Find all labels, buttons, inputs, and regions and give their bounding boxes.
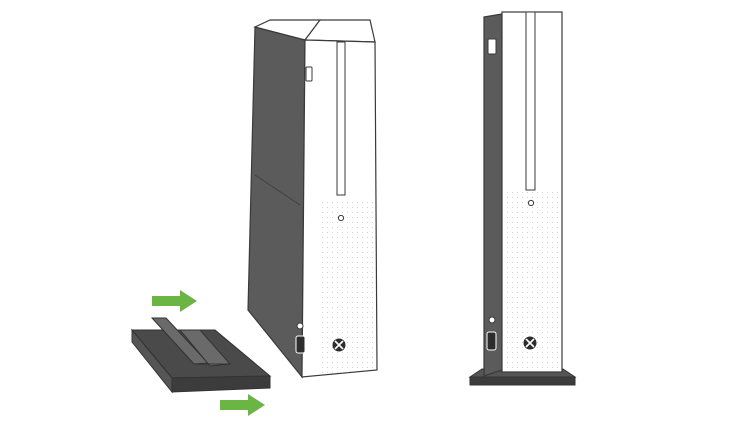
- console-right-ir-window-icon: [486, 331, 497, 351]
- console-right-usb-port-icon: [487, 38, 497, 55]
- console-left-eject-icon: [337, 214, 345, 222]
- console-left: [247, 19, 378, 379]
- console-right-disc-slot: [525, 11, 536, 191]
- arrow-right-icon-top: [152, 290, 197, 312]
- step-attach-stand: [130, 19, 378, 416]
- console-left-xbox-logo-mark: [334, 340, 344, 350]
- console-left-usb-port-icon: [305, 66, 313, 82]
- step-console-on-stand: [468, 11, 577, 386]
- stand-base-front: [171, 375, 271, 393]
- stand-foot-base: [469, 376, 576, 386]
- stand-base-left: [131, 328, 173, 394]
- console-left-ir-window-icon: [295, 335, 306, 354]
- console-left-side-seam: [254, 174, 301, 206]
- console-left-disc-slot: [336, 41, 346, 196]
- console-left-speaker-grille: [318, 198, 377, 375]
- arrow-right-icon-bottom: [220, 394, 265, 416]
- console-right-xbox-logo-mark: [525, 338, 535, 348]
- console-left-sync-button-icon: [296, 322, 304, 330]
- console-left-dark-side: [247, 26, 306, 379]
- console-right-sync-button-icon: [488, 316, 496, 324]
- vertical-stand: [130, 317, 272, 394]
- console-right-eject-icon: [527, 199, 535, 207]
